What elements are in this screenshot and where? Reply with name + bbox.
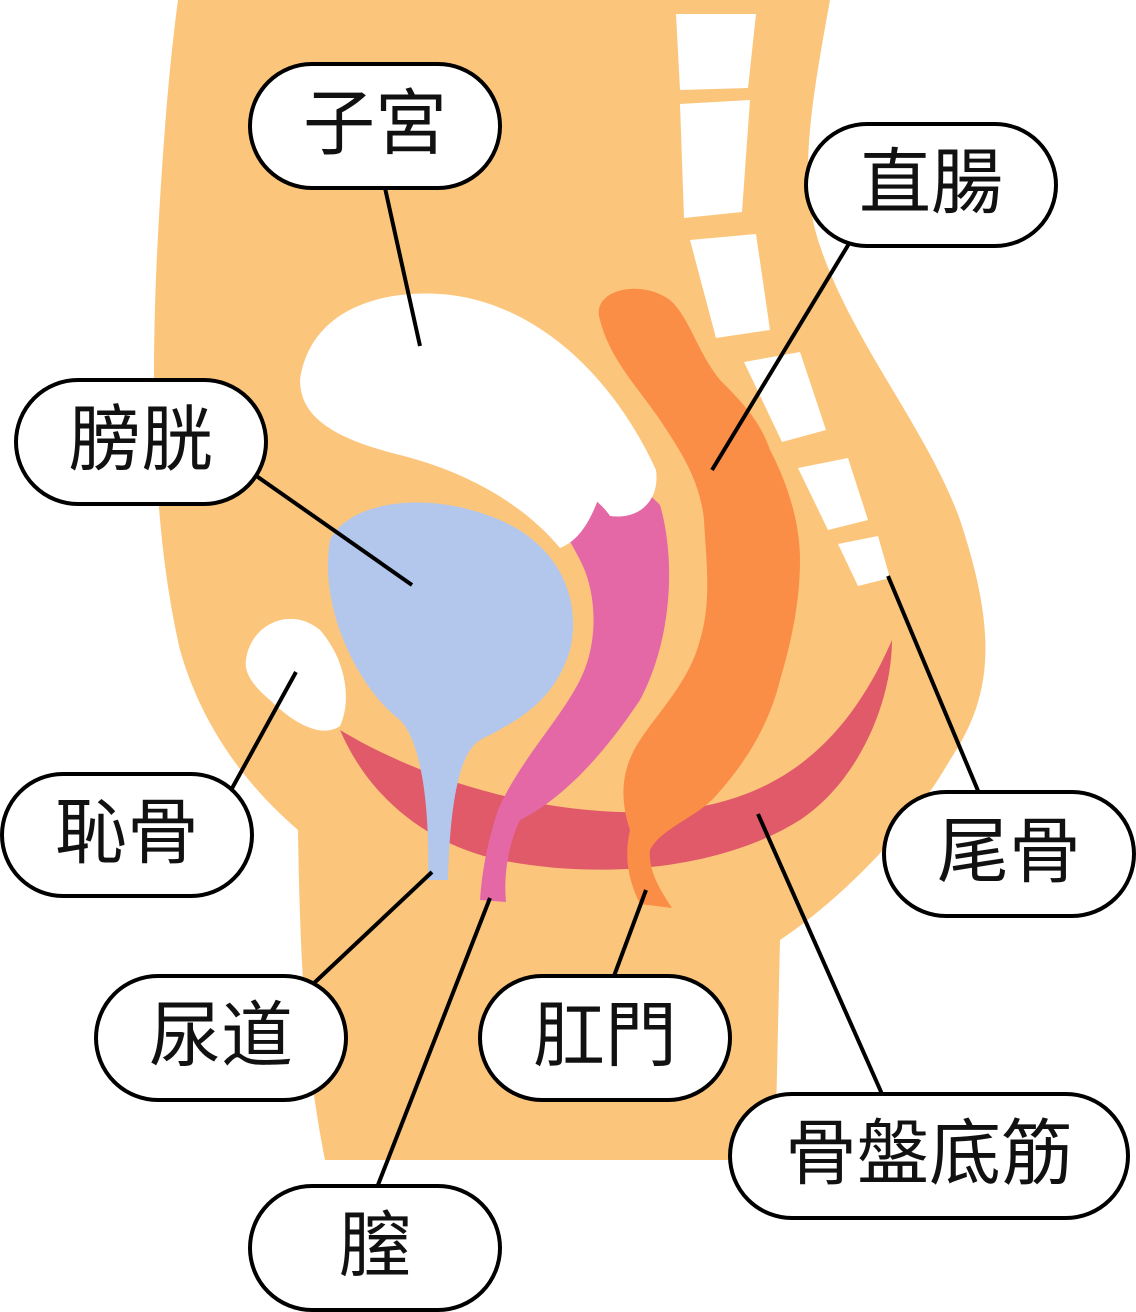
vertebra (690, 234, 770, 338)
vertebra (838, 536, 890, 586)
label-bubble (14, 378, 268, 506)
leader-line-bladder (253, 473, 414, 587)
uterus-cavity (300, 293, 657, 548)
uterus-shape (412, 379, 670, 902)
label-text-anus: 肛門 (533, 994, 677, 1078)
label-text-pelvic-floor-muscles: 骨盤底筋 (785, 1112, 1073, 1196)
label-bubble (478, 974, 732, 1102)
label-bubble (248, 62, 502, 190)
label-coccyx: 尾骨 (882, 790, 1136, 918)
rectum-shape (598, 288, 800, 908)
vertebra (744, 352, 826, 442)
vertebra (676, 14, 756, 90)
label-pelvic-floor-muscles: 骨盤底筋 (728, 1092, 1130, 1220)
label-pubic-bone: 恥骨 (0, 772, 254, 898)
label-text-pubic-bone: 恥骨 (55, 791, 199, 875)
label-bubble (94, 974, 348, 1102)
vertebra (680, 100, 750, 218)
label-rectum: 直腸 (804, 122, 1058, 248)
leader-line-urethra (310, 870, 434, 987)
pelvic-floor-muscle (340, 640, 892, 870)
leader-line-rectum (710, 240, 852, 472)
label-text-coccyx: 尾骨 (937, 810, 1081, 894)
leader-line-uterus (383, 187, 422, 347)
leader-line-pubic-bone (228, 671, 298, 793)
label-bubble (728, 1092, 1130, 1220)
label-text-urethra: 尿道 (149, 994, 293, 1078)
body-silhouette (154, 0, 986, 1160)
label-bubble (0, 772, 254, 898)
vertebra (798, 458, 868, 530)
label-text-rectum: 直腸 (859, 141, 1003, 225)
label-text-bladder: 膀胱 (69, 398, 213, 482)
label-anus: 肛門 (478, 974, 732, 1102)
leader-line-vagina (374, 897, 492, 1191)
label-bubble (804, 122, 1058, 248)
leader-line-pelvic-floor (756, 813, 884, 1095)
label-bubble (248, 1184, 502, 1312)
label-bladder: 膀胱 (14, 378, 268, 506)
label-uterus: 子宮 (248, 62, 502, 190)
bladder-shape (327, 502, 574, 880)
label-bubble (882, 790, 1136, 918)
leader-line-anus (612, 889, 648, 977)
spine-vertebrae (676, 14, 890, 586)
label-vagina: 膣 (248, 1184, 502, 1312)
label-urethra: 尿道 (94, 974, 348, 1102)
label-text-uterus: 子宮 (303, 82, 447, 166)
label-text-vagina: 膣 (339, 1204, 411, 1288)
